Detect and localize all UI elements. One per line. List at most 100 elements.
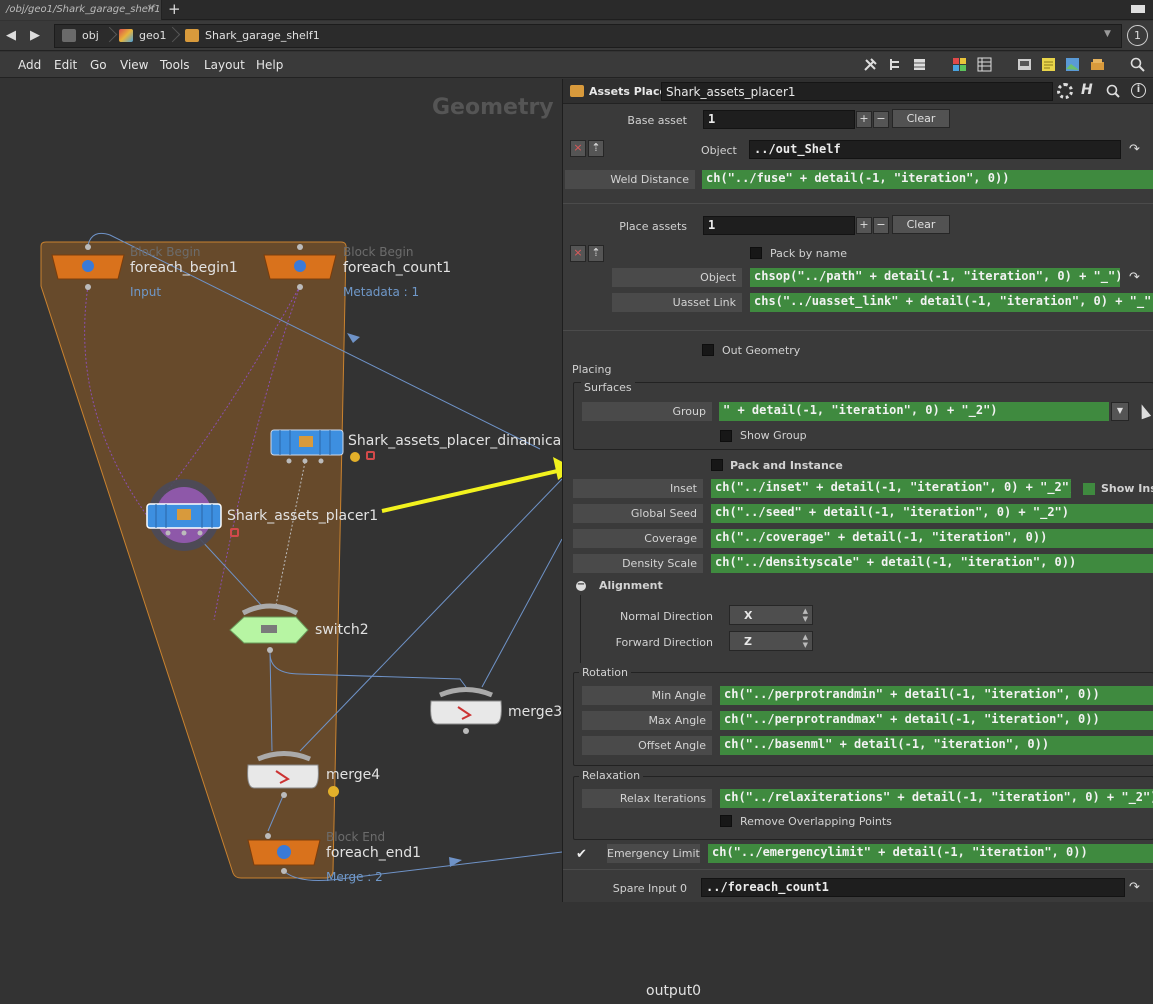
normal-direction-menu[interactable]: X ▲▼ [729, 605, 813, 625]
node-chooser-icon[interactable]: ↷ [1129, 880, 1140, 895]
group-field[interactable]: " + detail(-1, "iteration", 0) + "_2") [719, 402, 1109, 421]
search-icon[interactable] [1130, 57, 1145, 72]
offset-angle-field[interactable]: ch("../basenml" + detail(-1, "iteration"… [720, 736, 1153, 755]
separator [563, 869, 1153, 870]
place-assets-clear-button[interactable]: Clear [892, 215, 950, 234]
base-object-field[interactable]: ../out_Shelf [749, 140, 1121, 159]
insert-instance-icon[interactable]: ⇡ [588, 245, 604, 262]
node-name-label: foreach_count1 [343, 260, 452, 276]
grid-icon[interactable] [977, 57, 992, 72]
remove-instance-icon[interactable]: × [570, 140, 586, 157]
placer-dinamical-node[interactable] [270, 429, 344, 464]
emergency-limit-field[interactable]: ch("../emergencylimit" + detail(-1, "ite… [708, 844, 1153, 863]
node-info-label: Metadata : 1 [343, 285, 420, 299]
tab-close-icon[interactable]: × [146, 3, 155, 14]
path-dropdown-icon[interactable]: ▼ [1104, 29, 1111, 39]
base-object-label: Object [701, 144, 737, 157]
wire [199, 538, 263, 607]
foreach-end-node[interactable] [247, 833, 321, 874]
node-name-label: Shark_assets_placer_dinamical [348, 433, 566, 449]
menu-layout[interactable]: Layout [204, 58, 245, 72]
placer1-node[interactable] [146, 479, 222, 551]
breadcrumb-obj[interactable]: obj [82, 29, 99, 42]
pane-link-button[interactable]: 1 [1127, 25, 1148, 46]
max-angle-field[interactable]: ch("../perprotrandmax" + detail(-1, "ite… [720, 711, 1153, 730]
group-dropdown-icon[interactable]: ▼ [1111, 402, 1129, 421]
tab-bar: /obj/geo1/Shark_garage_shelf1 × + [0, 0, 1153, 20]
switch-node[interactable] [229, 603, 309, 653]
network-editor[interactable]: Geometry Block Begin foreach_begin1 Inpu… [0, 79, 701, 1004]
obj-context-icon [62, 29, 76, 42]
coverage-field[interactable]: ch("../coverage" + detail(-1, "iteration… [711, 529, 1153, 548]
asset-icon[interactable] [1090, 57, 1105, 72]
base-asset-count-field[interactable]: 1 [703, 110, 855, 129]
surfaces-heading: Surfaces [581, 381, 635, 394]
rotation-group [573, 672, 1153, 766]
place-assets-count-field[interactable]: 1 [703, 216, 855, 235]
uasset-link-field[interactable]: chs("../uasset_link" + detail(-1, "itera… [750, 293, 1153, 312]
menu-view[interactable]: View [120, 58, 149, 72]
tree-icon[interactable] [888, 57, 903, 72]
annotation-arrow [381, 468, 562, 513]
sticky-note-icon[interactable] [1041, 57, 1056, 72]
search-icon[interactable] [1106, 84, 1120, 98]
menu-add[interactable]: Add [18, 58, 42, 72]
network-tab[interactable]: /obj/geo1/Shark_garage_shelf1 × [0, 0, 162, 20]
info-icon[interactable]: i [1131, 83, 1146, 98]
emergency-limit-toggle-icon[interactable]: ✔ [576, 847, 587, 862]
node-chooser-icon[interactable]: ↷ [1129, 270, 1140, 285]
menu-go[interactable]: Go [90, 58, 107, 72]
menu-help[interactable]: Help [256, 58, 284, 72]
spare-input-field[interactable]: ../foreach_count1 [701, 878, 1125, 897]
help-h-icon[interactable]: H [1081, 82, 1093, 98]
color-palette-icon[interactable] [952, 57, 967, 72]
place-object-field[interactable]: chsop("../path" + detail(-1, "iteration"… [750, 268, 1120, 287]
pack-and-instance-checkbox[interactable] [711, 459, 723, 471]
menu-bar: Add Edit Go View Tools Layout Help [0, 52, 1153, 78]
base-asset-clear-button[interactable]: Clear [892, 109, 950, 128]
inset-field[interactable]: ch("../inset" + detail(-1, "iteration", … [711, 479, 1071, 498]
breadcrumb-geo1[interactable]: geo1 [139, 29, 167, 42]
show-inset-checkbox[interactable] [1083, 483, 1095, 495]
min-angle-field[interactable]: ch("../perprotrandmin" + detail(-1, "ite… [720, 686, 1153, 705]
merge4-node[interactable] [247, 751, 319, 799]
base-asset-remove-button[interactable]: − [873, 111, 889, 128]
node-type-label: Block Begin [343, 245, 414, 259]
out-geometry-checkbox[interactable] [702, 344, 714, 356]
remove-instance-icon[interactable]: × [570, 245, 586, 262]
menu-tools[interactable]: Tools [160, 58, 190, 72]
breadcrumb-shelf[interactable]: Shark_garage_shelf1 [205, 29, 320, 42]
remove-overlapping-checkbox[interactable] [720, 815, 732, 827]
pack-by-name-checkbox[interactable] [750, 247, 762, 259]
menu-edit[interactable]: Edit [54, 58, 78, 72]
hda-icon [185, 29, 199, 42]
show-group-checkbox[interactable] [720, 430, 732, 442]
tools-icon[interactable] [863, 57, 878, 72]
gear-icon[interactable] [1057, 83, 1073, 99]
maximize-icon[interactable] [1131, 5, 1145, 13]
add-tab-icon[interactable]: + [168, 0, 181, 18]
insert-instance-icon[interactable]: ⇡ [588, 140, 604, 157]
place-assets-add-button[interactable]: + [856, 217, 872, 234]
breadcrumb-separator [104, 25, 112, 47]
merge3-node[interactable] [430, 687, 502, 735]
background-image-icon[interactable] [1065, 57, 1080, 72]
relax-iterations-field[interactable]: ch("../relaxiterations" + detail(-1, "it… [720, 789, 1153, 808]
weld-distance-field[interactable]: ch("../fuse" + detail(-1, "iteration", 0… [702, 170, 1153, 189]
foreach-count-node[interactable] [263, 244, 337, 290]
base-asset-add-button[interactable]: + [856, 111, 872, 128]
list-icon[interactable] [912, 57, 927, 72]
collapse-icon[interactable]: − [576, 579, 586, 591]
global-seed-field[interactable]: ch("../seed" + detail(-1, "iteration", 0… [711, 504, 1153, 523]
place-assets-remove-button[interactable]: − [873, 217, 889, 234]
normal-direction-label: Normal Direction [620, 610, 713, 623]
image-icon[interactable] [1017, 57, 1032, 72]
foreach-begin-node[interactable] [51, 244, 125, 290]
node-name-field[interactable]: Shark_assets_placer1 [661, 82, 1053, 101]
forward-direction-menu[interactable]: Z ▲▼ [729, 631, 813, 651]
dependency-wire [213, 285, 301, 621]
density-scale-field[interactable]: ch("../densityscale" + detail(-1, "itera… [711, 554, 1153, 573]
back-arrow-icon[interactable]: ◀ [6, 28, 16, 43]
node-chooser-icon[interactable]: ↷ [1129, 142, 1140, 157]
forward-arrow-icon[interactable]: ▶ [30, 28, 40, 43]
